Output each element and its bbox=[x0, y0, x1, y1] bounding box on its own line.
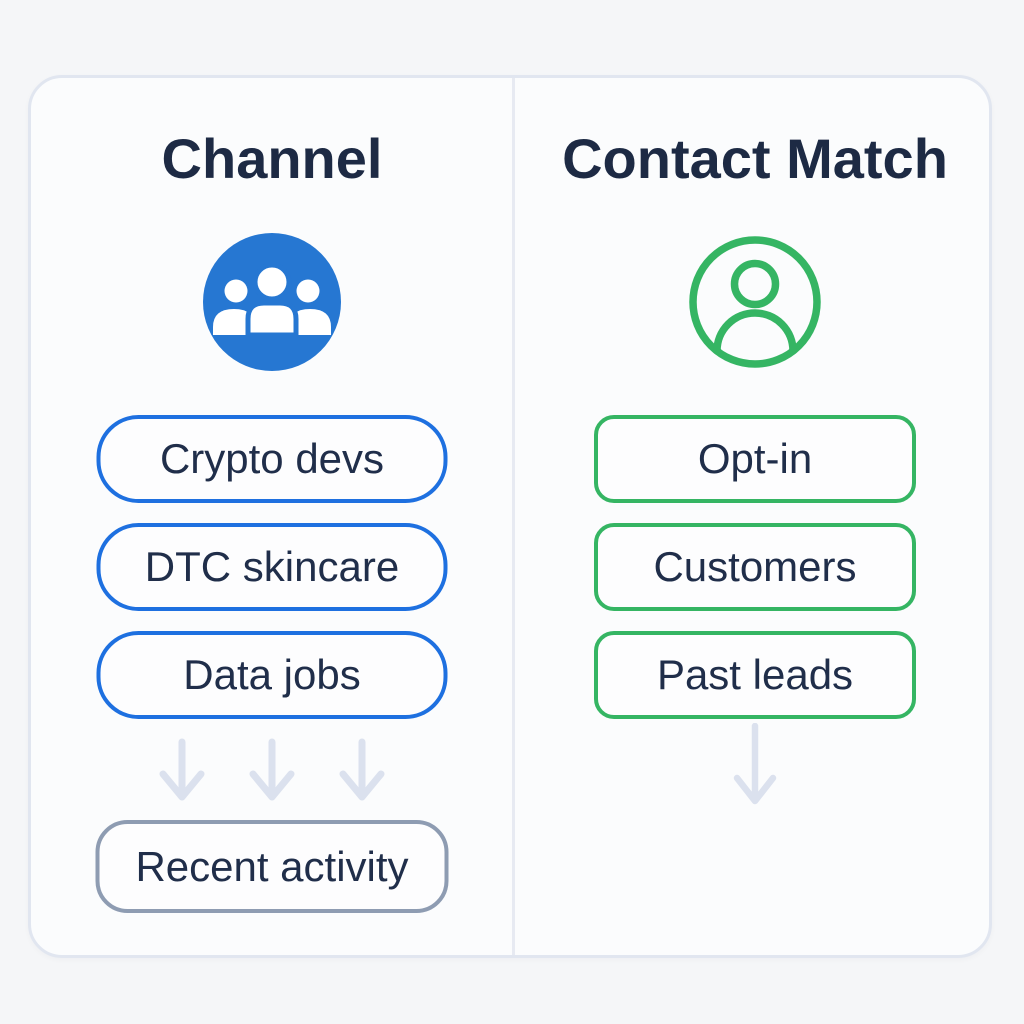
channel-pill-data-jobs: Data jobs bbox=[96, 631, 448, 719]
channel-pill-crypto-devs: Crypto devs bbox=[96, 415, 448, 503]
pill-label: Opt-in bbox=[697, 435, 813, 482]
contact-pill-opt-in: Opt-in bbox=[594, 415, 916, 503]
contact-pill-customers: Customers bbox=[594, 523, 916, 611]
down-arrows-icon bbox=[152, 738, 392, 808]
contact-pill-past-leads: Past leads bbox=[594, 631, 916, 719]
channel-column: Channel Crypto devs DTC skinca bbox=[31, 78, 513, 955]
pill-label: Crypto devs bbox=[159, 435, 385, 482]
recent-activity-pill: Recent activity bbox=[95, 820, 449, 913]
group-icon bbox=[203, 233, 341, 371]
user-circle-icon bbox=[686, 233, 824, 371]
down-arrow-icon bbox=[725, 722, 785, 811]
contact-match-column: Contact Match Opt-in Customers Past lead… bbox=[515, 78, 995, 955]
channel-column-title: Channel bbox=[161, 127, 383, 190]
contact-match-column-title: Contact Match bbox=[562, 127, 948, 190]
pill-label: Past leads bbox=[656, 651, 854, 698]
channel-pill-dtc-skincare: DTC skincare bbox=[96, 523, 448, 611]
pill-label: DTC skincare bbox=[144, 543, 400, 590]
column-divider bbox=[512, 78, 515, 955]
comparison-card: Channel Crypto devs DTC skinca bbox=[28, 75, 992, 958]
pill-label: Customers bbox=[653, 543, 857, 590]
pill-label: Data jobs bbox=[183, 651, 361, 698]
pill-label: Recent activity bbox=[135, 842, 409, 890]
